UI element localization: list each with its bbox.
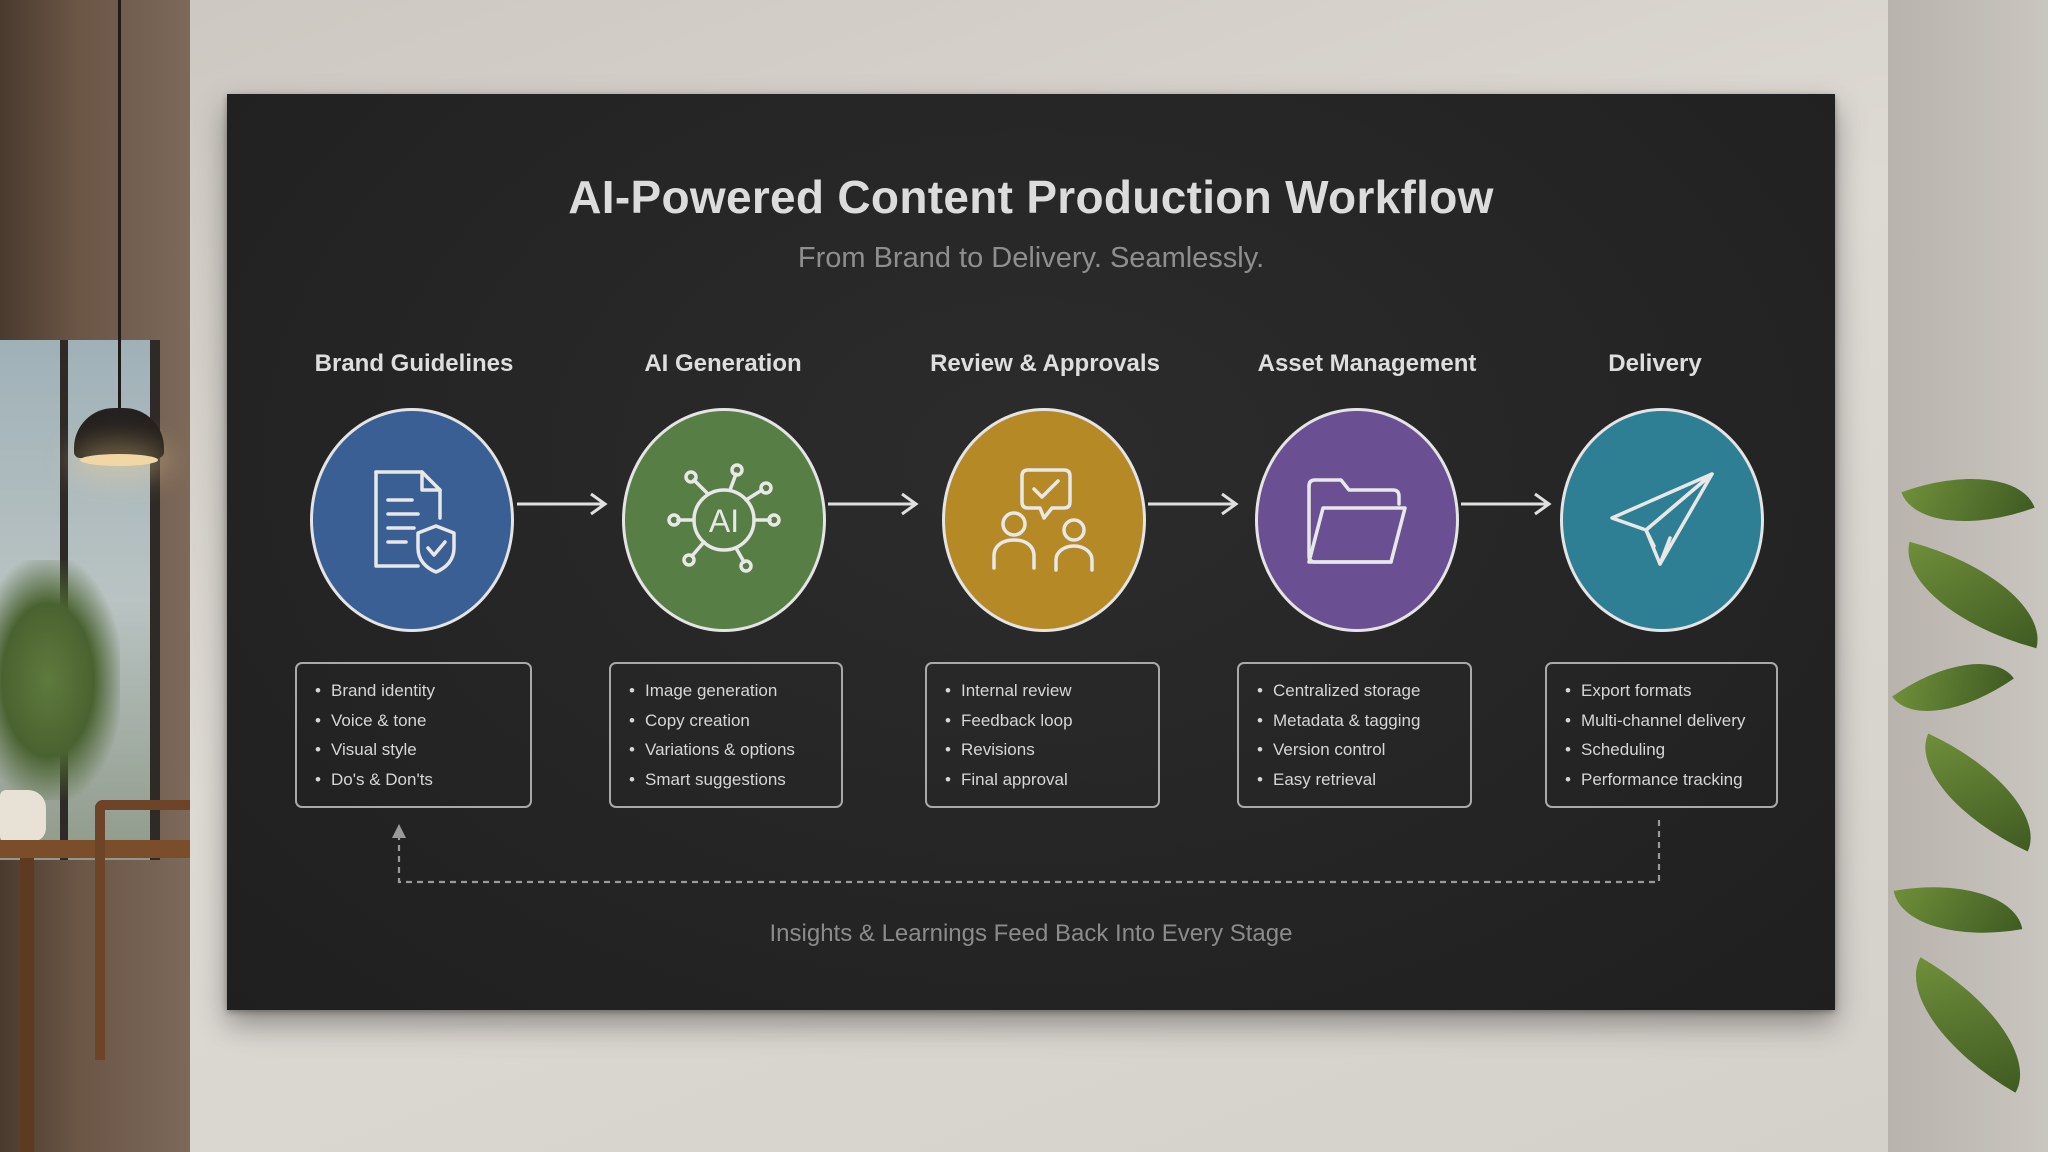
table-leg [20, 858, 34, 1152]
list-item: •Easy retrieval [1257, 769, 1376, 789]
list-item: •Export formats [1565, 681, 1692, 700]
workflow-board: AI-Powered Content Production Workflow F… [227, 94, 1835, 1010]
document-shield-icon [374, 470, 456, 574]
stage-details-ai-generation: •Image generation •Copy creation •Variat… [609, 662, 843, 808]
svg-text:AI: AI [709, 503, 739, 539]
stage-details-brand-guidelines: •Brand identity •Voice & tone •Visual st… [295, 662, 532, 808]
paper-plane-icon [1610, 472, 1714, 566]
list-item: •Scheduling [1565, 740, 1666, 759]
stage-label-brand-guidelines: Brand Guidelines [314, 350, 514, 377]
list-item: •Voice & tone [315, 710, 427, 730]
outdoor-tree [0, 560, 120, 800]
stage-circle-ai-generation: AI [622, 408, 826, 632]
list-item: •Performance tracking [1565, 769, 1743, 789]
stage-label-asset-management: Asset Management [1257, 350, 1477, 377]
list-item: •Multi-channel delivery [1565, 710, 1746, 730]
flow-arrow [1461, 492, 1552, 516]
ai-network-icon: AI [667, 463, 781, 573]
list-item: •Image generation [629, 681, 778, 700]
list-item: •Visual style [315, 740, 417, 759]
stage-details-asset-management: •Centralized storage •Metadata & tagging… [1237, 662, 1472, 808]
vase [0, 790, 46, 842]
flow-arrow [517, 492, 608, 516]
stage-label-delivery: Delivery [1608, 350, 1702, 377]
list-item: •Metadata & tagging [1257, 710, 1421, 730]
list-item: •Copy creation [629, 710, 750, 730]
list-item: •Brand identity [315, 681, 435, 700]
list-item: •Internal review [945, 681, 1072, 700]
feedback-loop-arrow [392, 820, 1661, 884]
wooden-chair [95, 800, 205, 1060]
flow-arrow [1148, 492, 1239, 516]
diagram-title: AI-Powered Content Production Workflow [568, 171, 1494, 223]
folder-icon [1307, 478, 1407, 564]
people-approval-icon [992, 468, 1094, 572]
stage-details-review-approvals: •Internal review •Feedback loop •Revisio… [925, 662, 1160, 808]
list-item: •Version control [1257, 740, 1386, 759]
feedback-loop-label: Insights & Learnings Feed Back Into Ever… [769, 920, 1293, 947]
stage-details-delivery: •Export formats •Multi-channel delivery … [1545, 662, 1778, 808]
stage-circle-review-approvals [942, 408, 1146, 632]
pendant-lamp-cord [118, 0, 121, 410]
stage-label-ai-generation: AI Generation [644, 350, 802, 377]
stage-circle-asset-management [1255, 408, 1459, 632]
diagram-subtitle: From Brand to Delivery. Seamlessly. [797, 242, 1265, 274]
flow-arrow [828, 492, 919, 516]
list-item: •Feedback loop [945, 710, 1073, 730]
list-item: •Do's & Don'ts [315, 769, 433, 789]
stage-label-review-approvals: Review & Approvals [930, 350, 1160, 377]
lamp-glow [80, 454, 158, 466]
list-item: •Revisions [945, 740, 1035, 759]
list-item: •Smart suggestions [629, 769, 786, 789]
list-item: •Variations & options [629, 740, 795, 759]
list-item: •Centralized storage [1257, 681, 1421, 700]
stage-circle-brand-guidelines [310, 408, 514, 632]
list-item: •Final approval [945, 769, 1068, 789]
stage-circle-delivery [1560, 408, 1764, 632]
pendant-lamp [74, 408, 164, 458]
